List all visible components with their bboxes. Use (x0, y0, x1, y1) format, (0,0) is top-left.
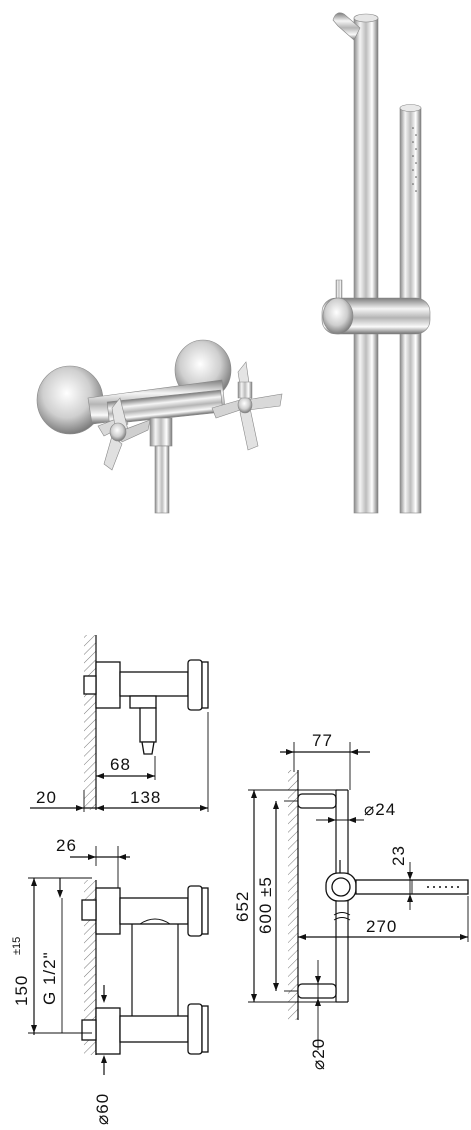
dim-20: 20 (36, 788, 57, 807)
dim-600: 600 ±5 (256, 876, 275, 934)
product-photo (36, 12, 431, 514)
dim-68: 68 (110, 755, 131, 774)
left-cross-handle (97, 397, 151, 471)
dim-138: 138 (130, 788, 161, 807)
mixer-body (36, 339, 283, 514)
front-view-drawing: 26 150 ±15 G 1/2" (11, 836, 209, 1125)
dim-77: 77 (312, 731, 333, 750)
dim-23: 23 (389, 845, 408, 866)
dim-270: 270 (366, 917, 397, 936)
thread-size: G 1/2" (40, 951, 59, 1005)
rail-view-drawing: 77 ⌀24 (233, 731, 469, 1070)
dim-26: 26 (56, 836, 77, 855)
right-cross-handle (211, 361, 283, 451)
rail-slider (321, 279, 431, 335)
dia-20: ⌀20 (309, 1038, 328, 1070)
dia-60: ⌀60 (93, 1093, 112, 1125)
slide-rail (332, 12, 379, 514)
wall-hatch (84, 635, 96, 810)
dim-150: 150 (12, 975, 31, 1006)
dim-150-tolerance: ±15 (11, 937, 23, 955)
dim-652: 652 (233, 891, 252, 922)
dia-24: ⌀24 (364, 800, 396, 819)
top-view-drawing: 68 20 138 (30, 635, 209, 812)
front-wall-hatch (84, 880, 96, 1055)
rail-wall-hatch (288, 770, 298, 1020)
